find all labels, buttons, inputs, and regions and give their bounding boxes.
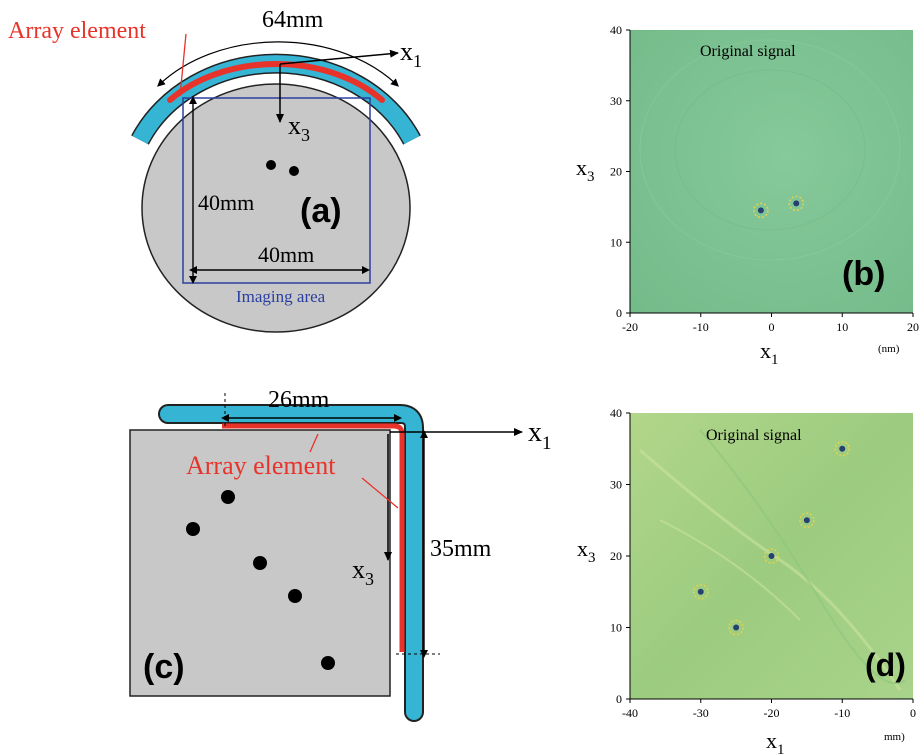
- top-dimension-label: 26mm: [268, 387, 330, 413]
- defect-circle: [693, 584, 709, 600]
- x1-axis-arrow-a: [279, 49, 399, 65]
- defect-point: [768, 553, 775, 559]
- defect-markers-d: [693, 441, 850, 636]
- array-element-label-c: Array element: [186, 451, 336, 480]
- defect-circle: [788, 195, 805, 212]
- defect-point: [839, 445, 846, 452]
- x3-label-a: x3: [288, 111, 310, 145]
- x-unit-b: (nm): [878, 343, 900, 355]
- x-tick-label: 0: [910, 706, 916, 720]
- panel-b: -20 -10 0 10 20 0 10 20 30 40 Original signal (b)…: [576, 23, 919, 368]
- panel-d-letter: (d): [865, 647, 906, 683]
- x-axis-label-d: x1: [766, 728, 785, 756]
- defect-point: [733, 624, 740, 631]
- imaging-area-box: [182, 97, 371, 284]
- y-tick-label: 40: [610, 406, 622, 420]
- y-tick-label: 20: [610, 549, 622, 563]
- height-dimension-label: 40mm: [198, 190, 254, 215]
- array-element-l: [222, 423, 405, 652]
- y-tick-label: 0: [616, 306, 622, 320]
- defect: [289, 166, 299, 176]
- side-dimension-label: 35mm: [430, 536, 492, 562]
- y-tick-label: 30: [610, 94, 622, 108]
- x-tick-label: -10: [693, 320, 709, 334]
- defect: [321, 656, 335, 670]
- plot-area-b: [630, 30, 913, 313]
- defect-markers-b: [753, 195, 805, 219]
- defect: [253, 556, 267, 570]
- x-tick-label: -10: [834, 706, 850, 720]
- imaging-area-label: Imaging area: [236, 287, 326, 306]
- x-axis-label-b: x1: [760, 338, 779, 368]
- arc-dimension-label: 64mm: [262, 7, 324, 33]
- axis-ticks-d: -40 -30 -20 -10 0 0 10 20 30 40: [610, 406, 916, 720]
- width-dimension-label: 40mm: [258, 242, 314, 267]
- x1-label-a: x1: [400, 37, 422, 71]
- y-tick-label: 30: [610, 478, 622, 492]
- y-tick-label: 40: [610, 23, 622, 37]
- defect: [288, 589, 302, 603]
- array-element-label: Array element: [8, 18, 146, 44]
- defect-circle: [728, 619, 744, 636]
- x-unit-d: mm): [884, 731, 905, 743]
- arc-dimension-arrow: [157, 41, 399, 87]
- panel-a-letter: (a): [300, 192, 342, 230]
- defect-circle: [799, 512, 815, 528]
- y-tick-label: 10: [610, 621, 622, 635]
- x-tick-label: 10: [836, 320, 848, 334]
- y-tick-label: 0: [616, 692, 622, 706]
- x-tick-label: -30: [693, 706, 709, 720]
- defect-point: [757, 207, 764, 214]
- plot-title-b: Original signal: [700, 43, 796, 60]
- x-tick-label: 20: [907, 320, 919, 334]
- x1-label-c: x1: [528, 417, 552, 454]
- x-tick-label: 0: [769, 320, 775, 334]
- plot-title-d: Original signal: [706, 427, 802, 444]
- y-tick-label: 10: [610, 235, 622, 249]
- defect-point: [803, 517, 810, 524]
- defect-circle: [834, 441, 850, 457]
- panel-a: Array element 64mm x1 x3 40mm 40mm (a) I…: [8, 7, 422, 333]
- defect: [266, 160, 276, 170]
- defect-point: [793, 200, 800, 207]
- panel-c-letter: (c): [143, 648, 185, 686]
- x-tick-label: -40: [622, 706, 638, 720]
- panel-c: 26mm Array element x1 x3 35mm (c): [129, 387, 552, 722]
- y-axis-label-b: x3: [576, 155, 595, 185]
- x-tick-label: -20: [764, 706, 780, 720]
- axis-ticks-b: -20 -10 0 10 20 0 10 20 30 40: [610, 23, 919, 334]
- defect-circle: [763, 548, 780, 564]
- panel-b-letter: (b): [842, 255, 885, 293]
- array-label-leader: [179, 33, 187, 97]
- x-tick-label: -20: [622, 320, 638, 334]
- defect-circle: [753, 202, 769, 219]
- y-axis-label-d: x3: [577, 536, 596, 566]
- defect: [221, 490, 235, 504]
- panel-d: -40 -30 -20 -10 0 0 10 20 30 40 Original signal (…: [577, 406, 916, 756]
- defect: [186, 522, 200, 536]
- x3-label-c: x3: [352, 555, 374, 589]
- y-tick-label: 20: [610, 165, 622, 179]
- defect-point: [697, 588, 704, 595]
